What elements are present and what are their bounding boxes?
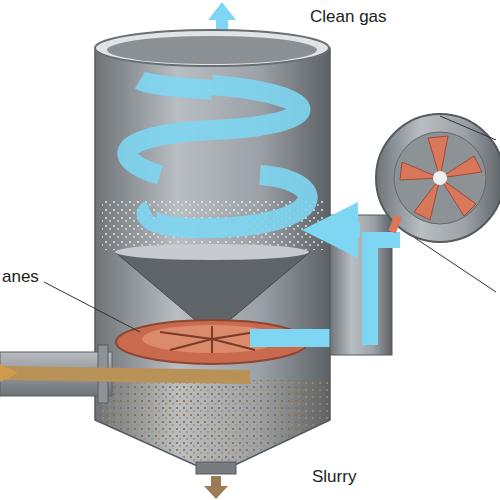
cone-rim	[115, 244, 309, 260]
label-text: anes	[2, 268, 39, 287]
vessel-opening	[107, 36, 317, 64]
leader-line	[44, 282, 140, 332]
fan-inner	[394, 132, 486, 224]
nozzle	[392, 216, 398, 232]
leader-line	[440, 116, 496, 140]
slurry-outlet	[196, 462, 236, 474]
fan-hub	[433, 171, 447, 185]
label-text: Clean gas	[310, 8, 387, 27]
fan-blades	[400, 136, 482, 220]
vessel-body	[95, 48, 330, 465]
slurry-arrow	[204, 486, 228, 499]
leader-line	[415, 238, 496, 292]
slurry-particles	[97, 380, 328, 462]
label-text: Slurry	[312, 468, 356, 487]
dirty-gas-band	[5, 366, 250, 384]
inner-cone	[115, 252, 310, 330]
fan-housing	[376, 114, 500, 242]
spiral-gas-flow	[127, 85, 307, 228]
clean-gas-arrowhead	[208, 2, 236, 20]
vane-blades	[160, 326, 262, 353]
fan-return-flow	[330, 223, 360, 237]
vessel-top-rim	[95, 30, 329, 66]
inlet-arrowhead	[0, 364, 18, 382]
